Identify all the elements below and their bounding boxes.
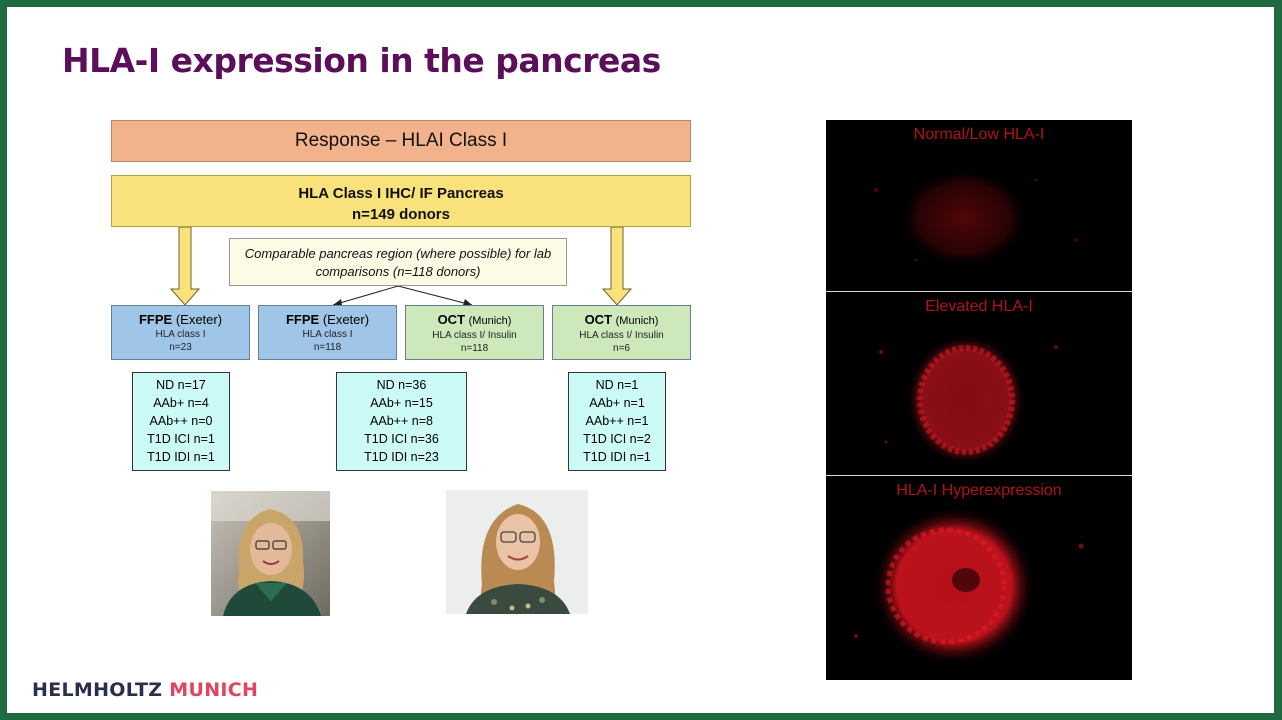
researcher-photo-2 xyxy=(446,490,588,614)
micro-label-elevated: Elevated HLA-I xyxy=(925,298,1033,315)
cohort-method: FFPE xyxy=(285,312,320,327)
micro-image-hyperexpression: HLA-I Hyperexpression xyxy=(826,476,1132,680)
cohort-stain: HLA class I xyxy=(302,329,353,340)
cohort-method: OCT xyxy=(437,312,466,327)
count-aab1: AAb+ n=4 xyxy=(153,396,209,410)
total-donors-box: HLA Class I IHC/ IF Pancreas n=149 donor… xyxy=(111,175,691,227)
cohort-n: n=118 xyxy=(460,343,489,354)
micro-image-elevated: Elevated HLA-I xyxy=(826,292,1132,474)
count-nd: ND n=17 xyxy=(156,378,206,392)
cohort-method: OCT xyxy=(584,312,613,327)
helmholtz-munich-logo: HELMHOLTZ MUNICH xyxy=(32,679,258,701)
micro-label-hyperexpression: HLA-I Hyperexpression xyxy=(896,482,1062,499)
slide-title: HLA-I expression in the pancreas xyxy=(62,41,661,80)
count-t1d-ici: T1D ICI n=2 xyxy=(583,432,651,446)
cohort-n: n=23 xyxy=(169,342,192,353)
comparable-region-note: Comparable pancreas region (where possib… xyxy=(229,238,567,286)
cohort-n: n=6 xyxy=(613,343,630,354)
count-aab2: AAb++ n=1 xyxy=(585,414,649,428)
note-arrow-left xyxy=(332,285,399,306)
cohort-lab: (Munich) xyxy=(615,315,659,327)
cohort-method: FFPE xyxy=(138,312,173,327)
islet-stain-low xyxy=(874,168,1078,268)
right-down-arrow xyxy=(601,226,633,306)
count-aab1: AAb+ n=15 xyxy=(370,396,433,410)
cohort-lab: (Munich) xyxy=(468,315,512,327)
cohort-stain: HLA class I/ Insulin xyxy=(432,330,517,341)
cohort-box-oct-munich-118: OCT (Munich) HLA class I/ Insulin n=118 xyxy=(405,305,544,360)
microscopy-panel: Normal/Low HLA-I Elevated HLA-I xyxy=(826,120,1132,680)
count-t1d-idi: T1D IDI n=1 xyxy=(583,450,651,464)
micro-divider xyxy=(826,475,1132,476)
note-line2: comparisons (n=118 donors) xyxy=(315,264,481,279)
count-aab2: AAb++ n=8 xyxy=(370,414,433,428)
flowchart-connectors xyxy=(169,226,633,306)
cohort-box-oct-munich-6: OCT (Munich) HLA class I/ Insulin n=6 xyxy=(552,305,691,360)
slide: HLA-I expression in the pancreas Respons… xyxy=(7,7,1274,713)
islet-stain-elevated xyxy=(879,334,1058,466)
micro-label-normal-low: Normal/Low HLA-I xyxy=(913,126,1045,143)
cohort-lab: (Exeter) xyxy=(322,312,370,327)
counts-box-comparable-118: ND n=36 AAb+ n=15 AAb++ n=8 T1D ICI n=36… xyxy=(336,372,467,471)
count-t1d-idi: T1D IDI n=1 xyxy=(147,450,215,464)
note-arrow-right xyxy=(397,285,473,306)
note-line1: Comparable pancreas region (where possib… xyxy=(244,246,552,261)
cohort-box-ffpe-exeter-118: FFPE (Exeter) HLA class I n=118 xyxy=(258,305,397,360)
count-aab1: AAb+ n=1 xyxy=(589,396,645,410)
count-t1d-ici: T1D ICI n=1 xyxy=(147,432,215,446)
total-box-line2: n=149 donors xyxy=(352,206,450,223)
logo-text-munich: MUNICH xyxy=(169,679,259,701)
logo-text-helmholtz: HELMHOLTZ xyxy=(32,679,163,701)
count-nd: ND n=36 xyxy=(376,378,427,392)
count-aab2: AAb++ n=0 xyxy=(149,414,213,428)
islet-stain-hyper xyxy=(854,506,1084,666)
count-t1d-idi: T1D IDI n=23 xyxy=(364,450,439,464)
total-box-line1: HLA Class I IHC/ IF Pancreas xyxy=(298,185,504,202)
response-box: Response – HLAI Class I xyxy=(111,120,691,162)
cohort-lab: (Exeter) xyxy=(175,312,223,327)
cohort-box-ffpe-exeter-23: FFPE (Exeter) HLA class I n=23 xyxy=(111,305,250,360)
counts-box-munich-6: ND n=1 AAb+ n=1 AAb++ n=1 T1D ICI n=2 T1… xyxy=(568,372,666,471)
cohort-stain: HLA class I/ Insulin xyxy=(579,330,664,341)
counts-box-exeter-23: ND n=17 AAb+ n=4 AAb++ n=0 T1D ICI n=1 T… xyxy=(132,372,230,471)
researcher-photo-1 xyxy=(211,491,330,616)
micro-image-normal-low: Normal/Low HLA-I xyxy=(826,120,1132,290)
left-down-arrow xyxy=(169,226,201,306)
count-nd: ND n=1 xyxy=(595,378,639,392)
count-t1d-ici: T1D ICI n=36 xyxy=(364,432,439,446)
micro-divider xyxy=(826,291,1132,292)
cohort-n: n=118 xyxy=(313,342,342,353)
cohort-stain: HLA class I xyxy=(155,329,206,340)
